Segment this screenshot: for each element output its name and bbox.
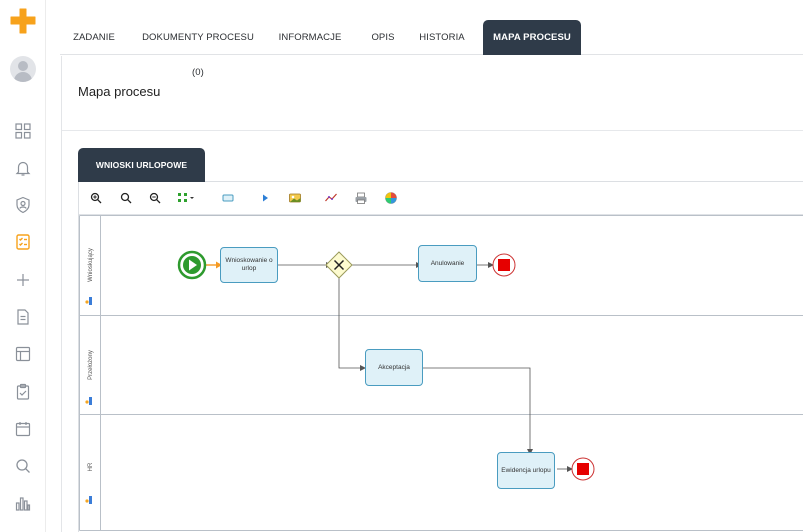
process-diagram: Wnioskujący Przełożony HR Wnioskowanie o… (79, 215, 803, 532)
document-icon[interactable] (14, 308, 32, 326)
start-event[interactable] (177, 250, 207, 280)
brand-logo-icon[interactable] (9, 8, 37, 34)
play-icon[interactable] (258, 191, 272, 205)
map-toolbar (79, 183, 803, 215)
content-panel (61, 56, 803, 532)
zoom-out-icon[interactable] (148, 191, 162, 205)
map-border (78, 182, 79, 532)
clipboard-check-icon[interactable] (14, 383, 32, 401)
tab-zadanie[interactable]: ZADANIE (73, 32, 115, 43)
divider (62, 130, 803, 131)
avatar[interactable] (10, 56, 36, 82)
page-title: Mapa procesu (78, 84, 161, 99)
map-tab-divider (205, 181, 803, 182)
calendar-icon[interactable] (14, 420, 32, 438)
bell-icon[interactable] (14, 159, 32, 177)
lane-user-icon (85, 496, 92, 504)
task-anulowanie[interactable]: Anulowanie (418, 245, 477, 282)
end-event[interactable] (571, 457, 595, 481)
lane-label-hr: HR (88, 462, 94, 472)
lane-user-icon (85, 297, 92, 305)
layout-icon[interactable] (14, 345, 32, 363)
zoom-in-icon[interactable] (89, 191, 103, 205)
tab-opis[interactable]: OPIS (371, 32, 395, 43)
tab-bar: ZADANIE DOKUMENTY PROCESU (0) INFORMACJE… (60, 20, 803, 78)
exclusive-gateway[interactable] (325, 251, 353, 279)
task-list-icon[interactable] (14, 233, 32, 251)
left-rail (0, 0, 46, 532)
printer-icon[interactable] (354, 191, 368, 205)
task-ewidencja-urlopu[interactable]: Ewidencja urlopu (497, 452, 555, 489)
rectangle-icon[interactable] (221, 191, 235, 205)
chart-line-icon[interactable] (324, 191, 338, 205)
diagram-canvas (79, 215, 803, 531)
lane-user-icon (85, 397, 92, 405)
map-tab-wnioski-urlopowe[interactable]: WNIOSKI URLOPOWE (78, 148, 205, 182)
task-akceptacja[interactable]: Akceptacja (365, 349, 423, 386)
tab-dokumenty-procesu[interactable]: DOKUMENTY PROCESU (0) (142, 32, 254, 78)
lane-label-wnioskujacy: Wnioskujący (88, 248, 94, 282)
palette-icon[interactable] (384, 191, 398, 205)
search-icon[interactable] (14, 457, 32, 475)
tab-informacje[interactable]: INFORMACJE (278, 32, 342, 43)
fit-icon[interactable] (177, 191, 197, 205)
plus-icon[interactable] (14, 271, 32, 289)
grid-icon[interactable] (14, 122, 32, 140)
bar-chart-icon[interactable] (14, 494, 32, 512)
lane-label-przelozony: Przełożony (88, 350, 94, 380)
image-icon[interactable] (288, 191, 302, 205)
end-event[interactable] (492, 253, 516, 277)
shield-user-icon[interactable] (14, 196, 32, 214)
tab-historia[interactable]: HISTORIA (419, 32, 465, 43)
zoom-actual-icon[interactable] (119, 191, 133, 205)
task-wnioskowanie-o-urlop[interactable]: Wnioskowanie o urlop (220, 247, 278, 283)
tab-mapa-procesu[interactable]: MAPA PROCESU (483, 20, 581, 55)
